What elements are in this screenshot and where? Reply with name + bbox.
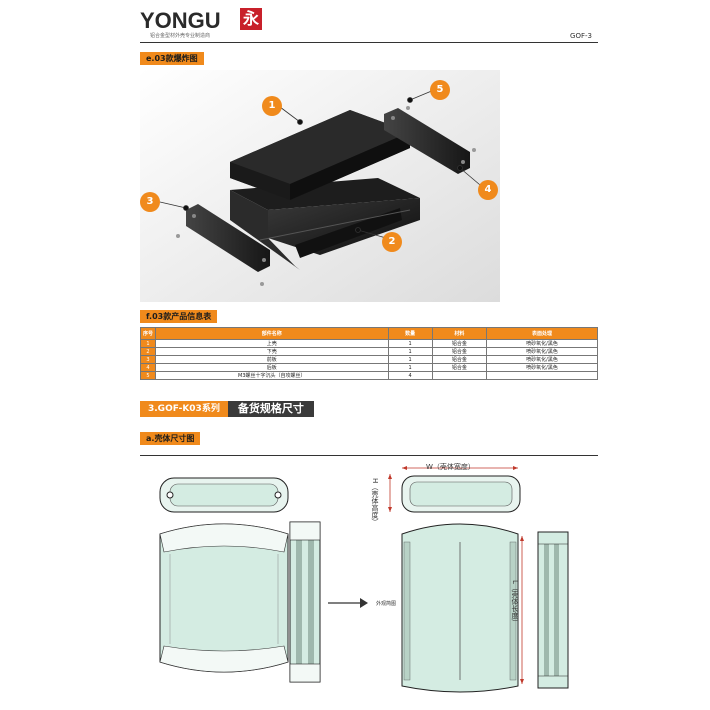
series-subtitle: 备货规格尺寸 <box>227 401 314 417</box>
row-qty: 1 <box>387 355 433 364</box>
row-finish: 喷砂氧化/黑色 <box>486 347 598 356</box>
brand-logo-mark: 永 <box>240 8 262 30</box>
front-panel-part <box>186 204 270 272</box>
col-qty: 数量 <box>387 327 433 340</box>
table-row: 3 前板 1 铝合金 喷砂氧化/黑色 <box>140 355 598 364</box>
row-no: 2 <box>140 347 156 356</box>
callout-2: 2 <box>382 232 402 252</box>
width-dimension-label: W（壳体宽度） <box>426 463 475 471</box>
callout-1: 1 <box>262 96 282 116</box>
enclosure-drawing-left <box>159 477 321 683</box>
top-shell-part <box>230 110 410 200</box>
row-material: 铝合金 <box>431 363 488 372</box>
callout-3: 3 <box>140 192 160 212</box>
row-name: M3螺丝十字沉头（自攻螺丝） <box>155 371 389 380</box>
row-finish: 喷砂氧化/黑色 <box>486 363 598 372</box>
dims-divider <box>140 455 598 456</box>
row-qty: 1 <box>387 339 433 348</box>
row-name: 前板 <box>155 355 389 364</box>
header-divider <box>140 42 598 43</box>
brand-logo-text: YONGU <box>140 8 221 33</box>
row-finish: 喷砂氧化/黑色 <box>486 355 598 364</box>
transform-arrow-icon <box>328 598 368 608</box>
row-name: 后板 <box>155 363 389 372</box>
screw-icons <box>176 106 476 286</box>
row-finish: 喷砂氧化/黑色 <box>486 339 598 348</box>
table-header-row: 序号 部件名称 数量 材料 表面处理 <box>140 327 598 340</box>
exploded-view-illustration <box>140 70 500 302</box>
row-material: 铝合金 <box>431 355 488 364</box>
col-finish: 表面处理 <box>486 327 598 340</box>
row-no: 3 <box>140 355 156 364</box>
table-section-title: f.03款产品信息表 <box>140 310 218 323</box>
length-dimension-label: L（壳体长度） <box>511 580 519 626</box>
row-material: 铝合金 <box>431 339 488 348</box>
row-qty: 1 <box>387 347 433 356</box>
col-material: 材料 <box>431 327 488 340</box>
row-qty: 1 <box>387 363 433 372</box>
row-name: 上壳 <box>155 339 389 348</box>
table-row: 1 上壳 1 铝合金 喷砂氧化/黑色 <box>140 339 598 348</box>
table-row: 2 下壳 1 铝合金 喷砂氧化/黑色 <box>140 347 598 356</box>
explode-section-title: e.03款爆炸图 <box>140 52 204 65</box>
series-label: 3.GOF-K03系列 <box>140 401 228 417</box>
page-code: GOF-3 <box>570 32 592 40</box>
row-no: 5 <box>140 371 156 380</box>
enclosure-dimension-drawing <box>388 466 569 693</box>
callout-4: 4 <box>478 180 498 200</box>
row-material: 铝合金 <box>431 347 488 356</box>
rear-panel-part <box>384 108 470 174</box>
callout-5: 5 <box>430 80 450 100</box>
brand-tagline: 铝合金型材外壳专业制造商 <box>150 33 211 39</box>
row-no: 1 <box>140 339 156 348</box>
col-part-name: 部件名称 <box>155 327 389 340</box>
table-row: 5 M3螺丝十字沉头（自攻螺丝） 4 <box>140 371 598 380</box>
dims-section-title: a.壳体尺寸图 <box>140 432 201 445</box>
col-no: 序号 <box>140 327 156 340</box>
height-dimension-label: H（壳体高度） <box>371 478 379 526</box>
row-qty: 4 <box>387 371 433 380</box>
row-finish <box>486 371 598 380</box>
bottom-shell-part <box>230 178 420 270</box>
row-no: 4 <box>140 363 156 372</box>
series-section-bar: 3.GOF-K03系列 备货规格尺寸 <box>140 401 314 417</box>
table-row: 4 后板 1 铝合金 喷砂氧化/黑色 <box>140 363 598 372</box>
row-name: 下壳 <box>155 347 389 356</box>
arrow-label: 外观简图 <box>376 601 397 607</box>
row-material <box>431 371 488 380</box>
product-info-table: 序号 部件名称 数量 材料 表面处理 1 上壳 1 铝合金 喷砂氧化/黑色 2 … <box>140 327 598 380</box>
